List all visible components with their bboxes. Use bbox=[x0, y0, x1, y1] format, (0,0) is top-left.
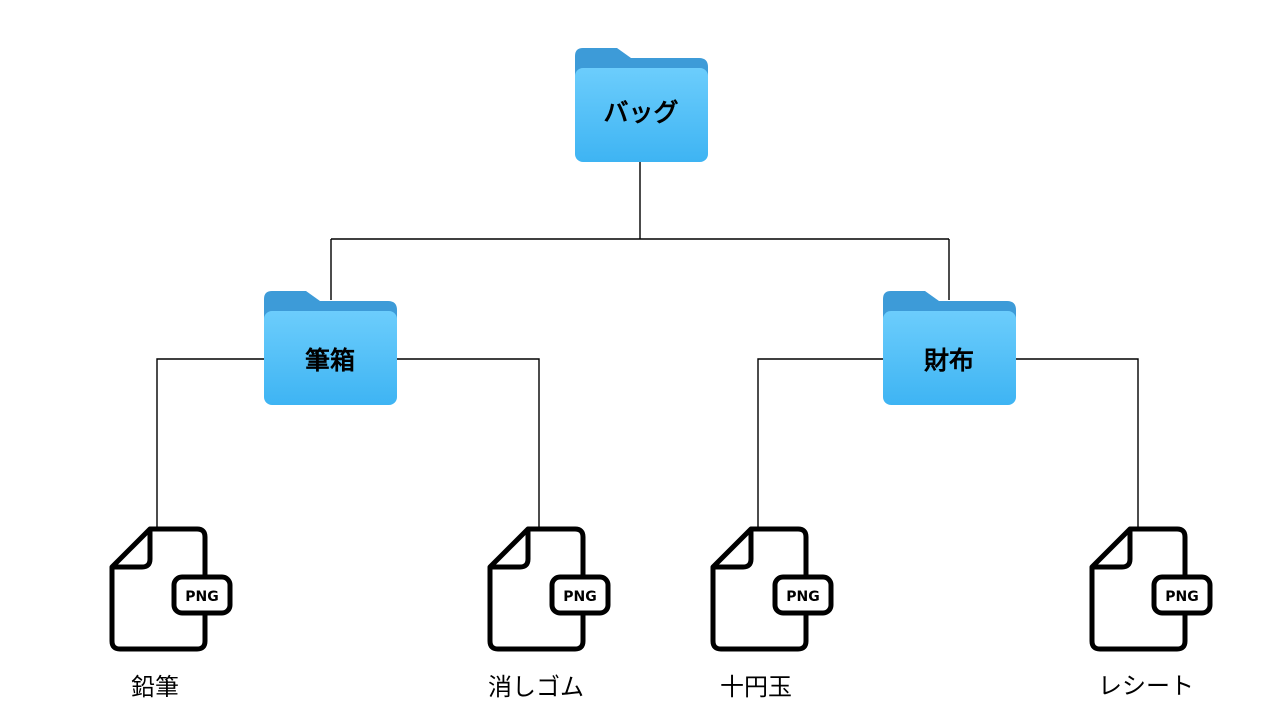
connector-root bbox=[330, 162, 950, 300]
file-pencil[interactable]: PNG 鉛筆 bbox=[109, 526, 233, 701]
folder-root[interactable]: バッグ bbox=[575, 48, 708, 162]
file-coin[interactable]: PNG 十円玉 bbox=[710, 526, 834, 701]
folder-label: 財布 bbox=[924, 346, 974, 375]
folder-pencil-case[interactable]: 筆箱 bbox=[264, 291, 397, 405]
png-file-icon: PNG bbox=[1089, 526, 1213, 652]
file-receipt[interactable]: PNG レシート bbox=[1089, 526, 1213, 700]
connector-right-folder bbox=[757, 358, 1139, 530]
file-label: 十円玉 bbox=[720, 673, 792, 701]
connector-lines bbox=[156, 162, 1139, 530]
file-type-badge: PNG bbox=[563, 589, 596, 605]
png-file-icon: PNG bbox=[487, 526, 611, 652]
folder-icon bbox=[264, 291, 397, 405]
file-eraser[interactable]: PNG 消しゴム bbox=[487, 526, 611, 701]
file-type-badge: PNG bbox=[1165, 589, 1198, 605]
folder-icon bbox=[575, 48, 708, 162]
connector-left-folder bbox=[156, 358, 540, 527]
file-label: 消しゴム bbox=[488, 673, 584, 701]
file-type-badge: PNG bbox=[786, 589, 819, 605]
png-file-icon: PNG bbox=[710, 526, 834, 652]
folder-wallet[interactable]: 財布 bbox=[883, 291, 1016, 405]
file-type-badge: PNG bbox=[185, 589, 218, 605]
folder-label: バッグ bbox=[603, 98, 678, 127]
png-file-icon: PNG bbox=[109, 526, 233, 652]
folder-icon bbox=[883, 291, 1016, 405]
folder-label: 筆箱 bbox=[305, 346, 355, 375]
file-label: レシート bbox=[1098, 672, 1194, 700]
file-label: 鉛筆 bbox=[131, 673, 179, 701]
